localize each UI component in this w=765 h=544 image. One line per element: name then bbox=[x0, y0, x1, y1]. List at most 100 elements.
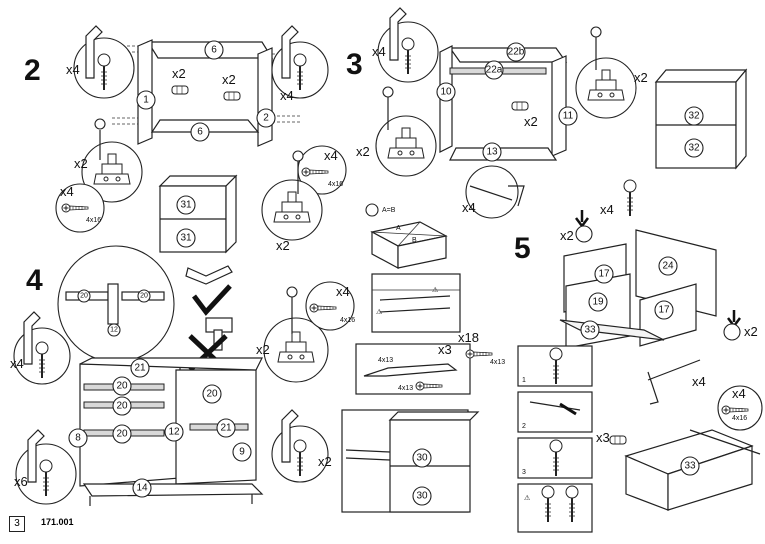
part-label: 32 bbox=[688, 143, 700, 154]
qty-label: x2 bbox=[524, 114, 538, 129]
drawer-slide-detail: ⚠ ⚠ bbox=[371, 273, 461, 333]
part-label: 6 bbox=[197, 127, 203, 138]
part-label: 24 bbox=[662, 261, 674, 272]
part-label: 30 bbox=[416, 453, 428, 464]
callout-cam-lock-bottom: x2 bbox=[723, 310, 758, 341]
qty-label: x18 bbox=[458, 330, 479, 345]
step-number: 5 bbox=[514, 232, 531, 265]
part-bubble bbox=[204, 40, 224, 60]
part-label: 14 bbox=[136, 483, 148, 494]
svg-text:⚠: ⚠ bbox=[376, 308, 382, 316]
callout-cam-bolt-step4-left: x4 bbox=[10, 311, 71, 385]
part-label: 21 bbox=[134, 363, 146, 374]
qty-label: x3 bbox=[596, 430, 610, 445]
sub-step-label: 2 bbox=[522, 423, 526, 430]
qty-label: x4 bbox=[280, 88, 294, 103]
square-check-diagram: A=B A B bbox=[365, 203, 448, 270]
step-number: 2 bbox=[24, 54, 41, 87]
hardware-panel: x18 x3 4x13 4x13 4x13 bbox=[355, 330, 505, 395]
callout-hinge-right: x2 bbox=[261, 150, 323, 253]
sub-step-label: 1 bbox=[522, 377, 526, 384]
step-2: 2 6 1 6 2 x2 x2 x4 bbox=[24, 25, 347, 254]
qty-label: x2 bbox=[318, 454, 332, 469]
part-label: 33 bbox=[584, 325, 596, 336]
part-label: 22a bbox=[486, 65, 503, 76]
arrow-down-icon bbox=[575, 210, 589, 229]
tool-guidance bbox=[185, 265, 233, 372]
callout-hinge-step4: x2 bbox=[256, 286, 329, 383]
callout-cam-bolt-step3: x4 bbox=[372, 7, 439, 83]
drawer-unit-30: 30 30 bbox=[341, 409, 480, 513]
sub-steps: 1 2 3 ⚠ bbox=[517, 345, 593, 533]
qty-label: x2 bbox=[222, 72, 236, 87]
part-label: 13 bbox=[486, 147, 498, 158]
inset-part-label: 12 bbox=[110, 327, 118, 334]
qty-label: x2 bbox=[744, 324, 758, 339]
callout-cam-bolt-step5: x4 bbox=[600, 179, 637, 217]
step-4: 4 20 20 12 bbox=[10, 245, 505, 513]
callout-bolt-step3: x4 bbox=[462, 165, 525, 219]
check-icon bbox=[192, 284, 232, 316]
part-label: 22b bbox=[508, 47, 525, 58]
part-label: 1 bbox=[143, 95, 149, 106]
qty-label: x4 bbox=[600, 202, 614, 217]
drawer-unit-31: 31 31 bbox=[158, 174, 238, 254]
arrow-down-icon bbox=[727, 310, 741, 329]
qty-label: x2 bbox=[634, 70, 648, 85]
callout-hinge-left: x2 bbox=[74, 118, 143, 203]
page-number: 3 bbox=[9, 516, 25, 532]
part-label: 8 bbox=[75, 433, 81, 444]
step-number: 4 bbox=[26, 264, 43, 297]
part-label: 31 bbox=[180, 233, 192, 244]
square-check-label: A=B bbox=[382, 207, 396, 214]
screw-size-label: 4x13 bbox=[378, 357, 393, 364]
step-3: 3 22b 22a 10 11 13 x2 x4 bbox=[346, 7, 748, 270]
part-label: 20 bbox=[116, 401, 128, 412]
qty-label: x4 bbox=[692, 374, 706, 389]
part-bubble bbox=[190, 122, 210, 142]
callout-cam-bolt-step4-right: x2 bbox=[271, 409, 332, 483]
callout-cam-bolt-right: x4 bbox=[271, 25, 329, 103]
callout-screw-right: x4 4x16 bbox=[297, 145, 347, 195]
part-label: 33 bbox=[684, 461, 696, 472]
part-label: 17 bbox=[598, 269, 610, 280]
screw-size-label: 4x16 bbox=[86, 217, 101, 224]
svg-text:⚠: ⚠ bbox=[432, 286, 438, 294]
dowel-icon bbox=[171, 85, 189, 95]
part-label: 21 bbox=[220, 423, 232, 434]
part-label: 20 bbox=[116, 429, 128, 440]
callout-screw-left: x4 4x16 bbox=[55, 183, 105, 233]
drawer-unit-32: 32 32 bbox=[654, 68, 748, 170]
sub-step-label: 3 bbox=[522, 469, 526, 476]
qty-label: x2 bbox=[276, 238, 290, 253]
qty-label: x2 bbox=[74, 156, 88, 171]
qty-label: x4 bbox=[66, 62, 80, 77]
callout-cam-bolt-step4-bottom: x6 bbox=[14, 429, 77, 505]
callout-hinge-step3-left: x2 bbox=[356, 86, 437, 177]
part-label: 6 bbox=[211, 45, 217, 56]
part-label: 12 bbox=[168, 427, 180, 438]
inset-shelf-supports: 20 20 12 bbox=[57, 245, 175, 363]
screw-size-label: 4x13 bbox=[490, 359, 505, 366]
part-label: 17 bbox=[658, 305, 670, 316]
part-label: 32 bbox=[688, 111, 700, 122]
drawer-assembly bbox=[559, 229, 717, 349]
part-label: 30 bbox=[416, 491, 428, 502]
inset-part-label: 20 bbox=[80, 293, 88, 300]
screw-size-label: 4x16 bbox=[732, 415, 747, 422]
part-label: 10 bbox=[440, 87, 452, 98]
part-bubble bbox=[256, 108, 276, 128]
inset-part-label: 20 bbox=[140, 293, 148, 300]
product-code: 171.001 bbox=[41, 517, 74, 527]
qty-label: x6 bbox=[14, 474, 28, 489]
dowel-icon bbox=[223, 91, 241, 101]
qty-label: x4 bbox=[324, 148, 338, 163]
screw-size-label: 4x16 bbox=[340, 317, 355, 324]
part-bubble bbox=[136, 90, 156, 110]
qty-label: x4 bbox=[60, 184, 74, 199]
callout-allen-step5: x4 bbox=[647, 359, 706, 405]
qty-label: x3 bbox=[438, 342, 452, 357]
qty-label: x2 bbox=[560, 228, 574, 243]
